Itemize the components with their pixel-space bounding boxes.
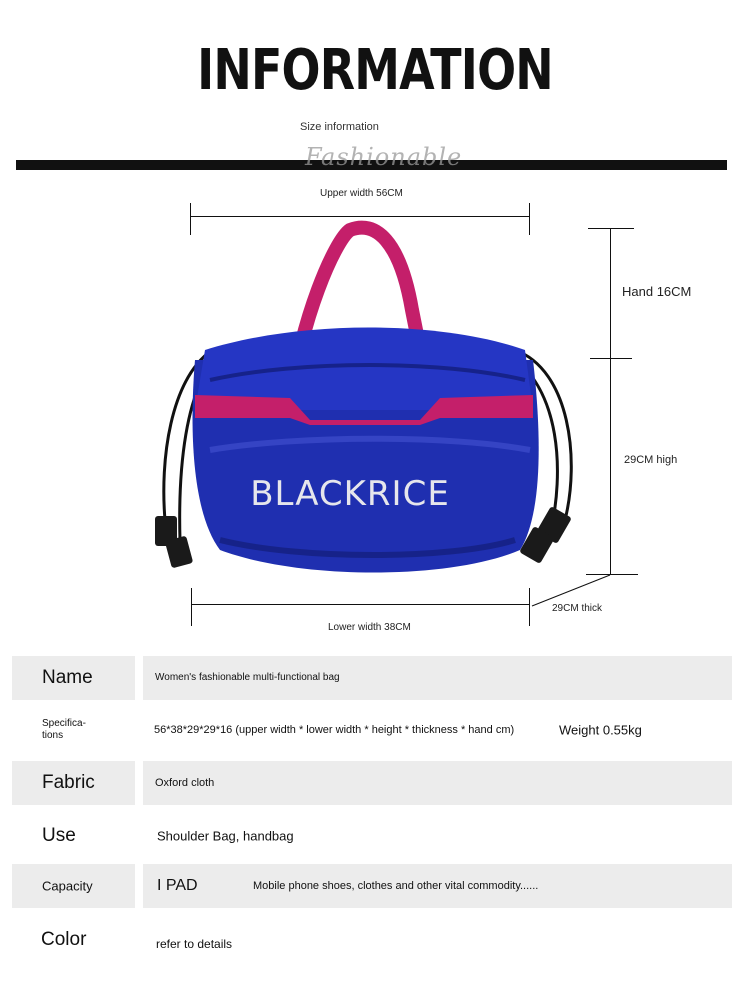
upper-width-tick-right [529,203,530,235]
spec-label: Specifica- tions [42,718,86,741]
bag-image: BLACKRICE [155,220,573,573]
spec-value-cell: Shoulder Bag, handbag [143,814,732,858]
page-subtitle: Size information [300,121,379,133]
spec-label: Color [41,929,87,950]
lower-width-line [192,604,530,605]
spec-value: Women's fashionable multi-functional bag [155,672,340,683]
lower-width-tick-left [191,588,192,626]
spec-label: Name [42,667,93,688]
page-title: INFORMATION [197,38,554,103]
spec-value-cell: Women's fashionable multi-functional bag [143,656,732,700]
spec-label-cell: Capacity [12,864,135,908]
spec-value-cell: refer to details [143,918,732,962]
spec-row-name: Name Women's fashionable multi-functiona… [12,656,732,700]
height-label: 29CM high [624,454,678,466]
upper-width-line [190,216,530,217]
spec-value: 56*38*29*29*16 (upper width * lower widt… [154,724,515,736]
spec-weight: Weight 0.55kg [559,722,642,738]
upper-width-label: Upper width 56CM [320,188,403,199]
spec-value-cell: Oxford cloth [143,761,732,805]
spec-label-cell: Color [12,918,135,962]
spec-value: refer to details [156,937,233,952]
spec-row-fabric: Fabric Oxford cloth [12,761,732,805]
spec-row-capacity: Capacity I PAD Mobile phone shoes, cloth… [12,864,732,908]
spec-label-cell: Specifica- tions [12,708,135,752]
vertical-dimension-line [610,228,611,574]
script-watermark: Fashionable [305,143,463,171]
thickness-line [531,574,611,607]
spec-value-cell: I PAD Mobile phone shoes, clothes and ot… [143,864,732,908]
lower-width-tick-right [529,588,530,626]
spec-label-cell: Name [12,656,135,700]
spec-row-specifications: Specifica- tions 56*38*29*29*16 (upper w… [12,708,732,752]
spec-label: Capacity [42,878,93,894]
upper-width-tick-left [190,203,191,235]
spec-label: Fabric [42,772,95,793]
spec-value: Shoulder Bag, handbag [157,828,294,844]
spec-row-color: Color refer to details [12,918,732,962]
spec-row-use: Use Shoulder Bag, handbag [12,814,732,858]
header-divider [16,160,727,170]
thickness-label: 29CM thick [552,603,603,614]
bag-brand-text: BLACKRICE [250,474,450,514]
lower-width-label: Lower width 38CM [328,622,411,633]
spec-value: I PAD [157,877,198,894]
spec-capacity-detail: Mobile phone shoes, clothes and other vi… [253,880,539,892]
hand-tick-top [588,228,634,229]
spec-value: Oxford cloth [155,777,215,789]
spec-value-cell: 56*38*29*29*16 (upper width * lower widt… [143,708,732,752]
hand-label: Hand 16CM [622,284,692,299]
hand-tick-bottom [590,358,632,359]
spec-label-cell: Fabric [12,761,135,805]
height-tick-bottom [586,574,638,575]
spec-label: Use [42,825,76,846]
spec-label-cell: Use [12,814,135,858]
